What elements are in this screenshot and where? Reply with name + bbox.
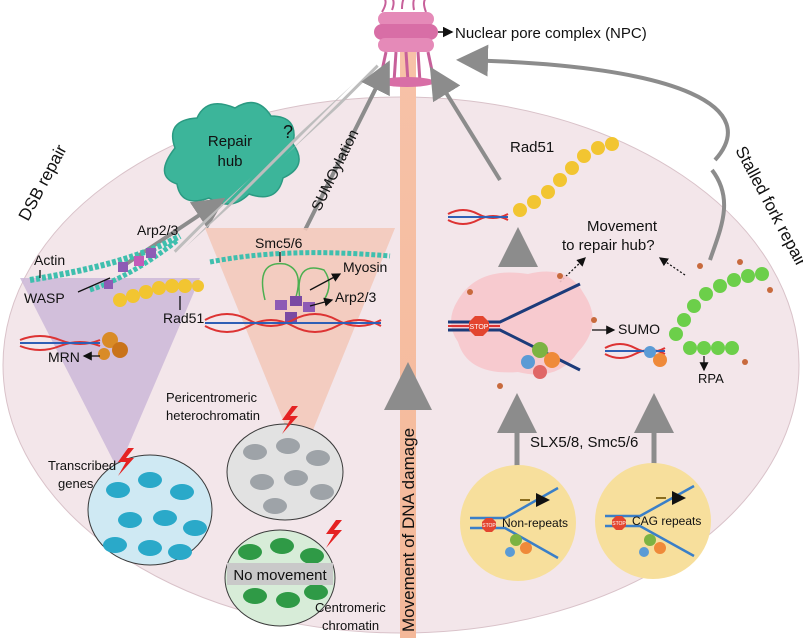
wasp-label: WASP [24,290,65,306]
dotted-arrow-right [658,257,686,276]
npc-icon [374,0,438,87]
smc56-label: Smc5/6 [255,235,303,251]
lightning-transcribed [118,448,134,476]
myosin-label: Myosin [343,259,387,275]
fork-cag-repeats [595,463,711,579]
lightning-centromeric [326,520,342,548]
non-repeats-label: Non-repeats [502,516,568,530]
rad51-left-label: Rad51 [163,310,204,326]
arp23-cluster-left [104,248,156,289]
movement-dna-damage-label: Movement of DNA damage [399,428,418,632]
stalled-fork-sumo [448,271,597,389]
arp23-mid-pointer [309,297,334,307]
movement-q-label-2: to repair hub? [562,237,655,254]
actin-label: Actin [34,252,65,268]
transcribed-label-2: genes [58,476,94,491]
stalled-fork-rpa [604,259,773,367]
hub-question: ? [283,122,293,142]
mrn-label: MRN [48,349,80,365]
movement-q-label-1: Movement [587,218,658,235]
no-movement-label: No movement [233,567,327,584]
arrow-stalled-up [708,168,727,261]
arp23-left-label: Arp2/3 [137,222,178,238]
stop-sign-3 [612,516,626,530]
npc-label: Nuclear pore complex (NPC) [455,25,647,42]
centromeric-label-2: chromatin [322,618,379,633]
middle-funnel [205,228,395,462]
dsb-repair-title: DSB repair [15,141,71,224]
arrow-stalled-to-npc [456,44,730,162]
cag-repeats-label: CAG repeats [632,514,701,528]
actin-filament [29,233,182,293]
no-movement-box [227,563,333,585]
rpa-label: RPA [698,371,724,386]
stop-label-1: STOP [470,324,489,331]
sumo-label: SUMO [618,321,660,337]
arrow-hatched-to-npc [172,63,381,255]
wasp-pointer [77,277,111,293]
pericentromeric-label-2: heterochromatin [166,408,260,423]
dna-mid [204,313,382,333]
arrow-sumo-to-npc [303,60,390,231]
repair-hub-label-1: Repair [208,133,252,150]
mrn-complex [98,332,128,360]
rad51-filament-left [113,279,204,307]
actin-filament-mid [209,250,391,265]
movement-column [400,40,416,638]
chromatin-transcribed [87,454,213,566]
centromeric-label-1: Centromeric [315,600,386,615]
fork-non-repeats [460,465,576,581]
stop-label-3: STOP [612,521,626,527]
repair-hub-label-2: hub [217,153,242,170]
left-funnel [20,278,200,470]
lightning-pericentromeric [282,406,298,434]
stop-label-2: STOP [482,523,496,529]
slx-label: SLX5/8, Smc5/6 [530,434,638,451]
smc56-complex [261,262,330,322]
rad51-right-label: Rad51 [510,139,554,156]
chromatin-pericentromeric [226,423,344,521]
repair-hub: Repair hub [163,101,300,205]
stop-sign-2 [482,518,496,532]
stop-sign-1 [469,316,489,336]
arrow-right-to-npc [429,66,502,182]
rad51-filament-right [513,137,619,217]
pericentromeric-label-1: Pericentromeric [166,390,258,405]
transcribed-label-1: Transcribed [48,458,116,473]
myosin-pointer [309,273,342,291]
arp23-mid-label: Arp2/3 [335,289,376,305]
